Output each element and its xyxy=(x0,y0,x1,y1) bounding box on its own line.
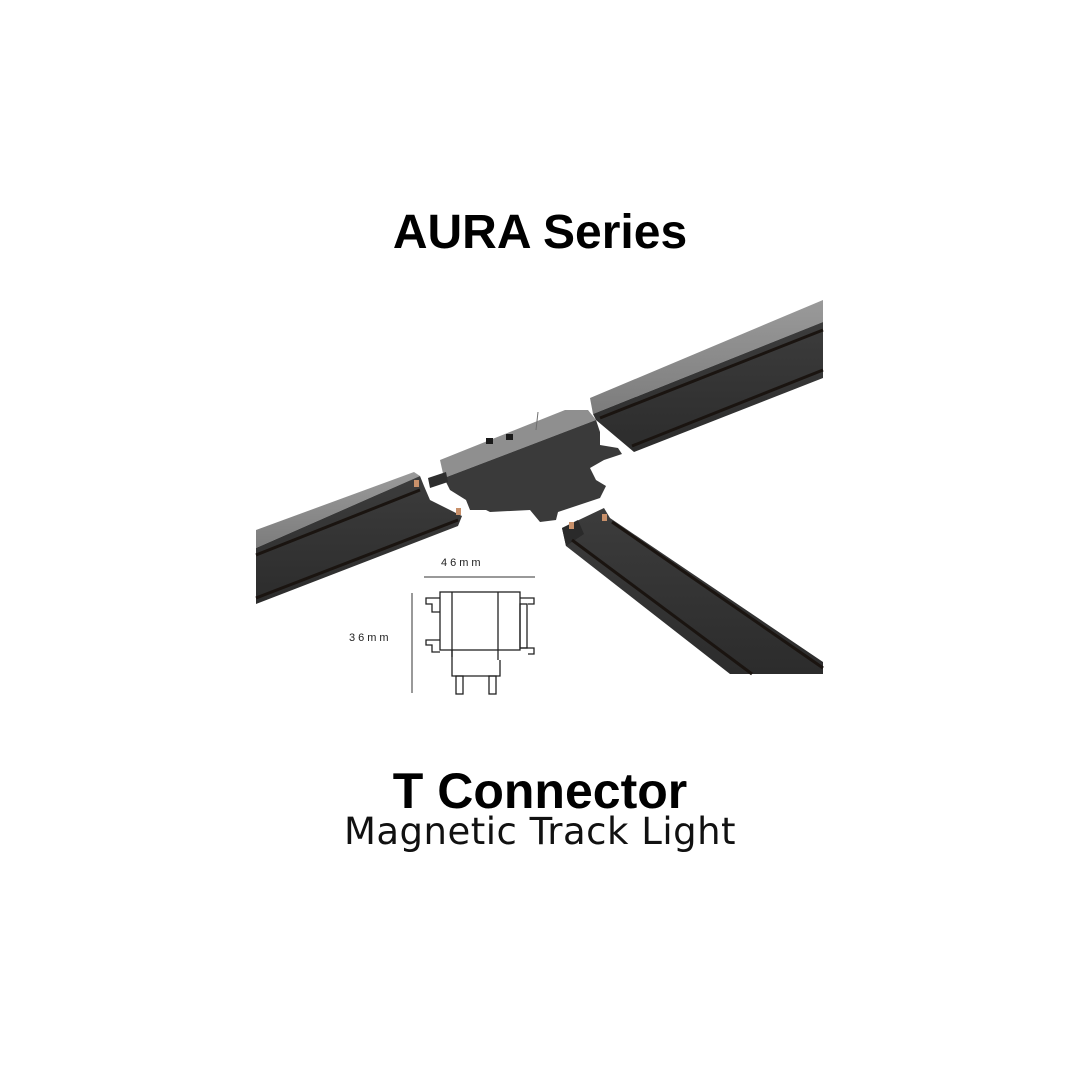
series-title: AURA Series xyxy=(392,206,688,259)
track-lower-right xyxy=(562,508,824,676)
track-upper-right xyxy=(590,300,824,452)
t-connector-body xyxy=(428,410,622,522)
width-dimension-label: 46mm xyxy=(441,557,484,569)
track-left xyxy=(255,472,462,604)
product-subtitle: Magnetic Track Light xyxy=(343,810,737,853)
product-title: T Connector xyxy=(392,763,688,819)
height-dimension-label: 36mm xyxy=(349,632,392,644)
dimension-diagram: 46mm 36mm xyxy=(349,557,535,695)
